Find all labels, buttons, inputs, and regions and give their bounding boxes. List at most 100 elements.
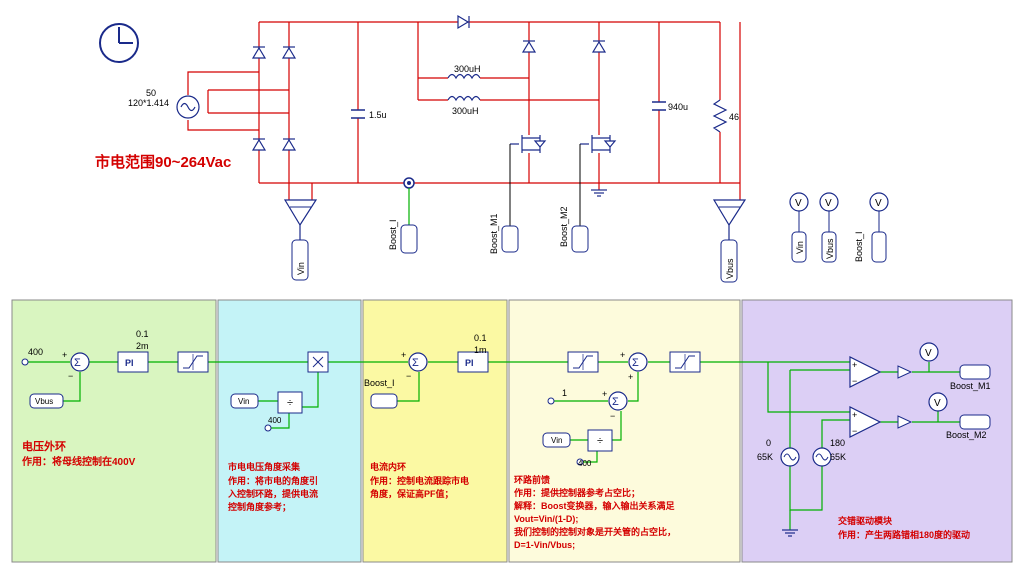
meter-m1: V [919, 342, 939, 362]
load-label: 46 [729, 112, 739, 122]
svg-text:Boost_M2: Boost_M2 [559, 206, 569, 247]
vloop-title: 电压外环 [22, 439, 66, 453]
angle-desc-2: 入控制环路，提供电流 [227, 488, 318, 499]
output-cap-label: 940u [668, 102, 688, 112]
buffer-1 [897, 365, 913, 379]
vbus-sensor [712, 199, 747, 240]
svg-text:Σ: Σ [612, 396, 619, 408]
ac-source [176, 71, 289, 131]
label-vin-probe: Vin [291, 239, 309, 281]
label-vbus-probe: Vbus [720, 239, 738, 283]
ff-one: 1 [562, 388, 567, 398]
comparator-2: + − [849, 406, 882, 438]
vin-sensor [283, 183, 318, 240]
vloop-pi-kp: 0.1 [136, 329, 149, 339]
svg-text:V: V [875, 198, 882, 209]
mosfet-m1 [510, 135, 547, 153]
svg-text:Vin: Vin [238, 397, 249, 406]
ff-title: 环路前馈 [514, 474, 550, 485]
label-boost-m1: Boost_M1 [489, 213, 519, 254]
label-vin-angle: Vin [230, 393, 259, 409]
svg-text:PI: PI [125, 358, 134, 368]
section-voltage-loop [11, 299, 217, 563]
triangle-source-2 [812, 447, 832, 467]
meter-vbus: V Vbus [819, 192, 839, 263]
svg-text:Vin: Vin [551, 436, 562, 445]
limiter-ff-1 [567, 351, 599, 373]
svg-text:−: − [406, 371, 411, 381]
section-feedforward [508, 299, 741, 563]
ff-const: 400 [578, 459, 592, 468]
mosfet-m2 [580, 135, 617, 153]
svg-text:Boost_M1: Boost_M1 [950, 381, 991, 391]
buffer-2 [897, 415, 913, 429]
bridge-diodes [251, 46, 297, 151]
svg-text:÷: ÷ [287, 397, 293, 409]
clock-icon [99, 23, 139, 63]
divider-angle: ÷ [277, 391, 303, 414]
svg-text:÷: ÷ [597, 435, 603, 447]
iloop-boost-i: Boost_I [364, 378, 395, 388]
pi-block-voltage [117, 351, 149, 373]
svg-text:+: + [62, 350, 67, 360]
source-amp-label: 120*1.414 [128, 98, 169, 108]
svg-text:−: − [610, 411, 615, 421]
tri1-phase: 0 [766, 438, 771, 448]
ground-icon [591, 189, 607, 197]
divider-ff: ÷ [587, 429, 613, 452]
ground-icon-driver [782, 529, 798, 537]
control-wires [28, 361, 960, 530]
ff-line3: Vout=Vin/(1-D); [514, 514, 578, 524]
iloop-title: 电流内环 [370, 461, 406, 472]
svg-text:Boost_M1: Boost_M1 [489, 213, 499, 254]
limiter-voltage [177, 351, 209, 373]
iloop-pi-t: 1m [474, 345, 487, 355]
driver-desc: 作用：产生两路错相180度的驱动 [838, 529, 970, 540]
label-boost-i-input [370, 393, 398, 409]
tri1-freq: 65K [757, 452, 773, 462]
svg-text:+: + [628, 372, 633, 382]
svg-text:Σ: Σ [412, 357, 419, 369]
triangle-source-1 [780, 447, 800, 467]
meter-m2: V [928, 392, 948, 412]
svg-text:Boost_I: Boost_I [854, 231, 864, 262]
svg-text:Σ: Σ [74, 357, 81, 369]
ff-line2: 解释：Boost变换器，输入输出关系满足 [514, 500, 675, 511]
svg-text:+: + [602, 389, 607, 399]
power-stage: 50 120*1.414 1.5u 300uH 300uH [99, 14, 747, 240]
angle-desc-3: 控制角度参考； [228, 501, 291, 513]
iloop-desc-2: 角度，保证高PF值； [370, 488, 454, 500]
comparator-1: + − [849, 356, 882, 388]
svg-text:+: + [852, 360, 857, 370]
inductor2-label: 300uH [452, 106, 479, 116]
vloop-desc: 作用：将母线控制在400V [22, 455, 136, 468]
label-boost-m1-out: Boost_M1 [950, 364, 991, 391]
svg-text:Vbus: Vbus [825, 238, 835, 259]
svg-text:V: V [925, 348, 932, 359]
svg-text:Boost_I: Boost_I [388, 219, 398, 250]
svg-text:+: + [620, 350, 625, 360]
svg-text:−: − [852, 376, 857, 386]
angle-title: 市电电压角度采集 [228, 461, 301, 472]
source-freq-label: 50 [146, 88, 156, 98]
svg-text:Boost_M2: Boost_M2 [946, 430, 987, 440]
svg-text:−: − [852, 426, 857, 436]
ff-line5: D=1-Vin/Vbus; [514, 540, 575, 550]
ff-line4: 我们控制的控制对象是开关管的占空比， [514, 526, 676, 537]
pi-block-current [457, 351, 489, 373]
vloop-const: 400 [28, 347, 43, 357]
driver-title: 交错驱动模块 [838, 515, 893, 526]
svg-text:Vbus: Vbus [725, 258, 735, 279]
meter-vin: V Vin [789, 192, 809, 263]
svg-text:+: + [852, 410, 857, 420]
section-angle [217, 299, 362, 563]
svg-text:V: V [934, 398, 941, 409]
mains-range-label: 市电范围90~264Vac [95, 153, 231, 171]
inductor1-label: 300uH [454, 64, 481, 74]
iloop-pi-kp: 0.1 [474, 333, 487, 343]
label-vbus-input: Vbus [29, 393, 64, 409]
label-vin-ff: Vin [542, 432, 571, 448]
label-boost-i: Boost_I [388, 219, 418, 254]
svg-text:+: + [401, 350, 406, 360]
svg-text:Vbus: Vbus [35, 397, 53, 406]
